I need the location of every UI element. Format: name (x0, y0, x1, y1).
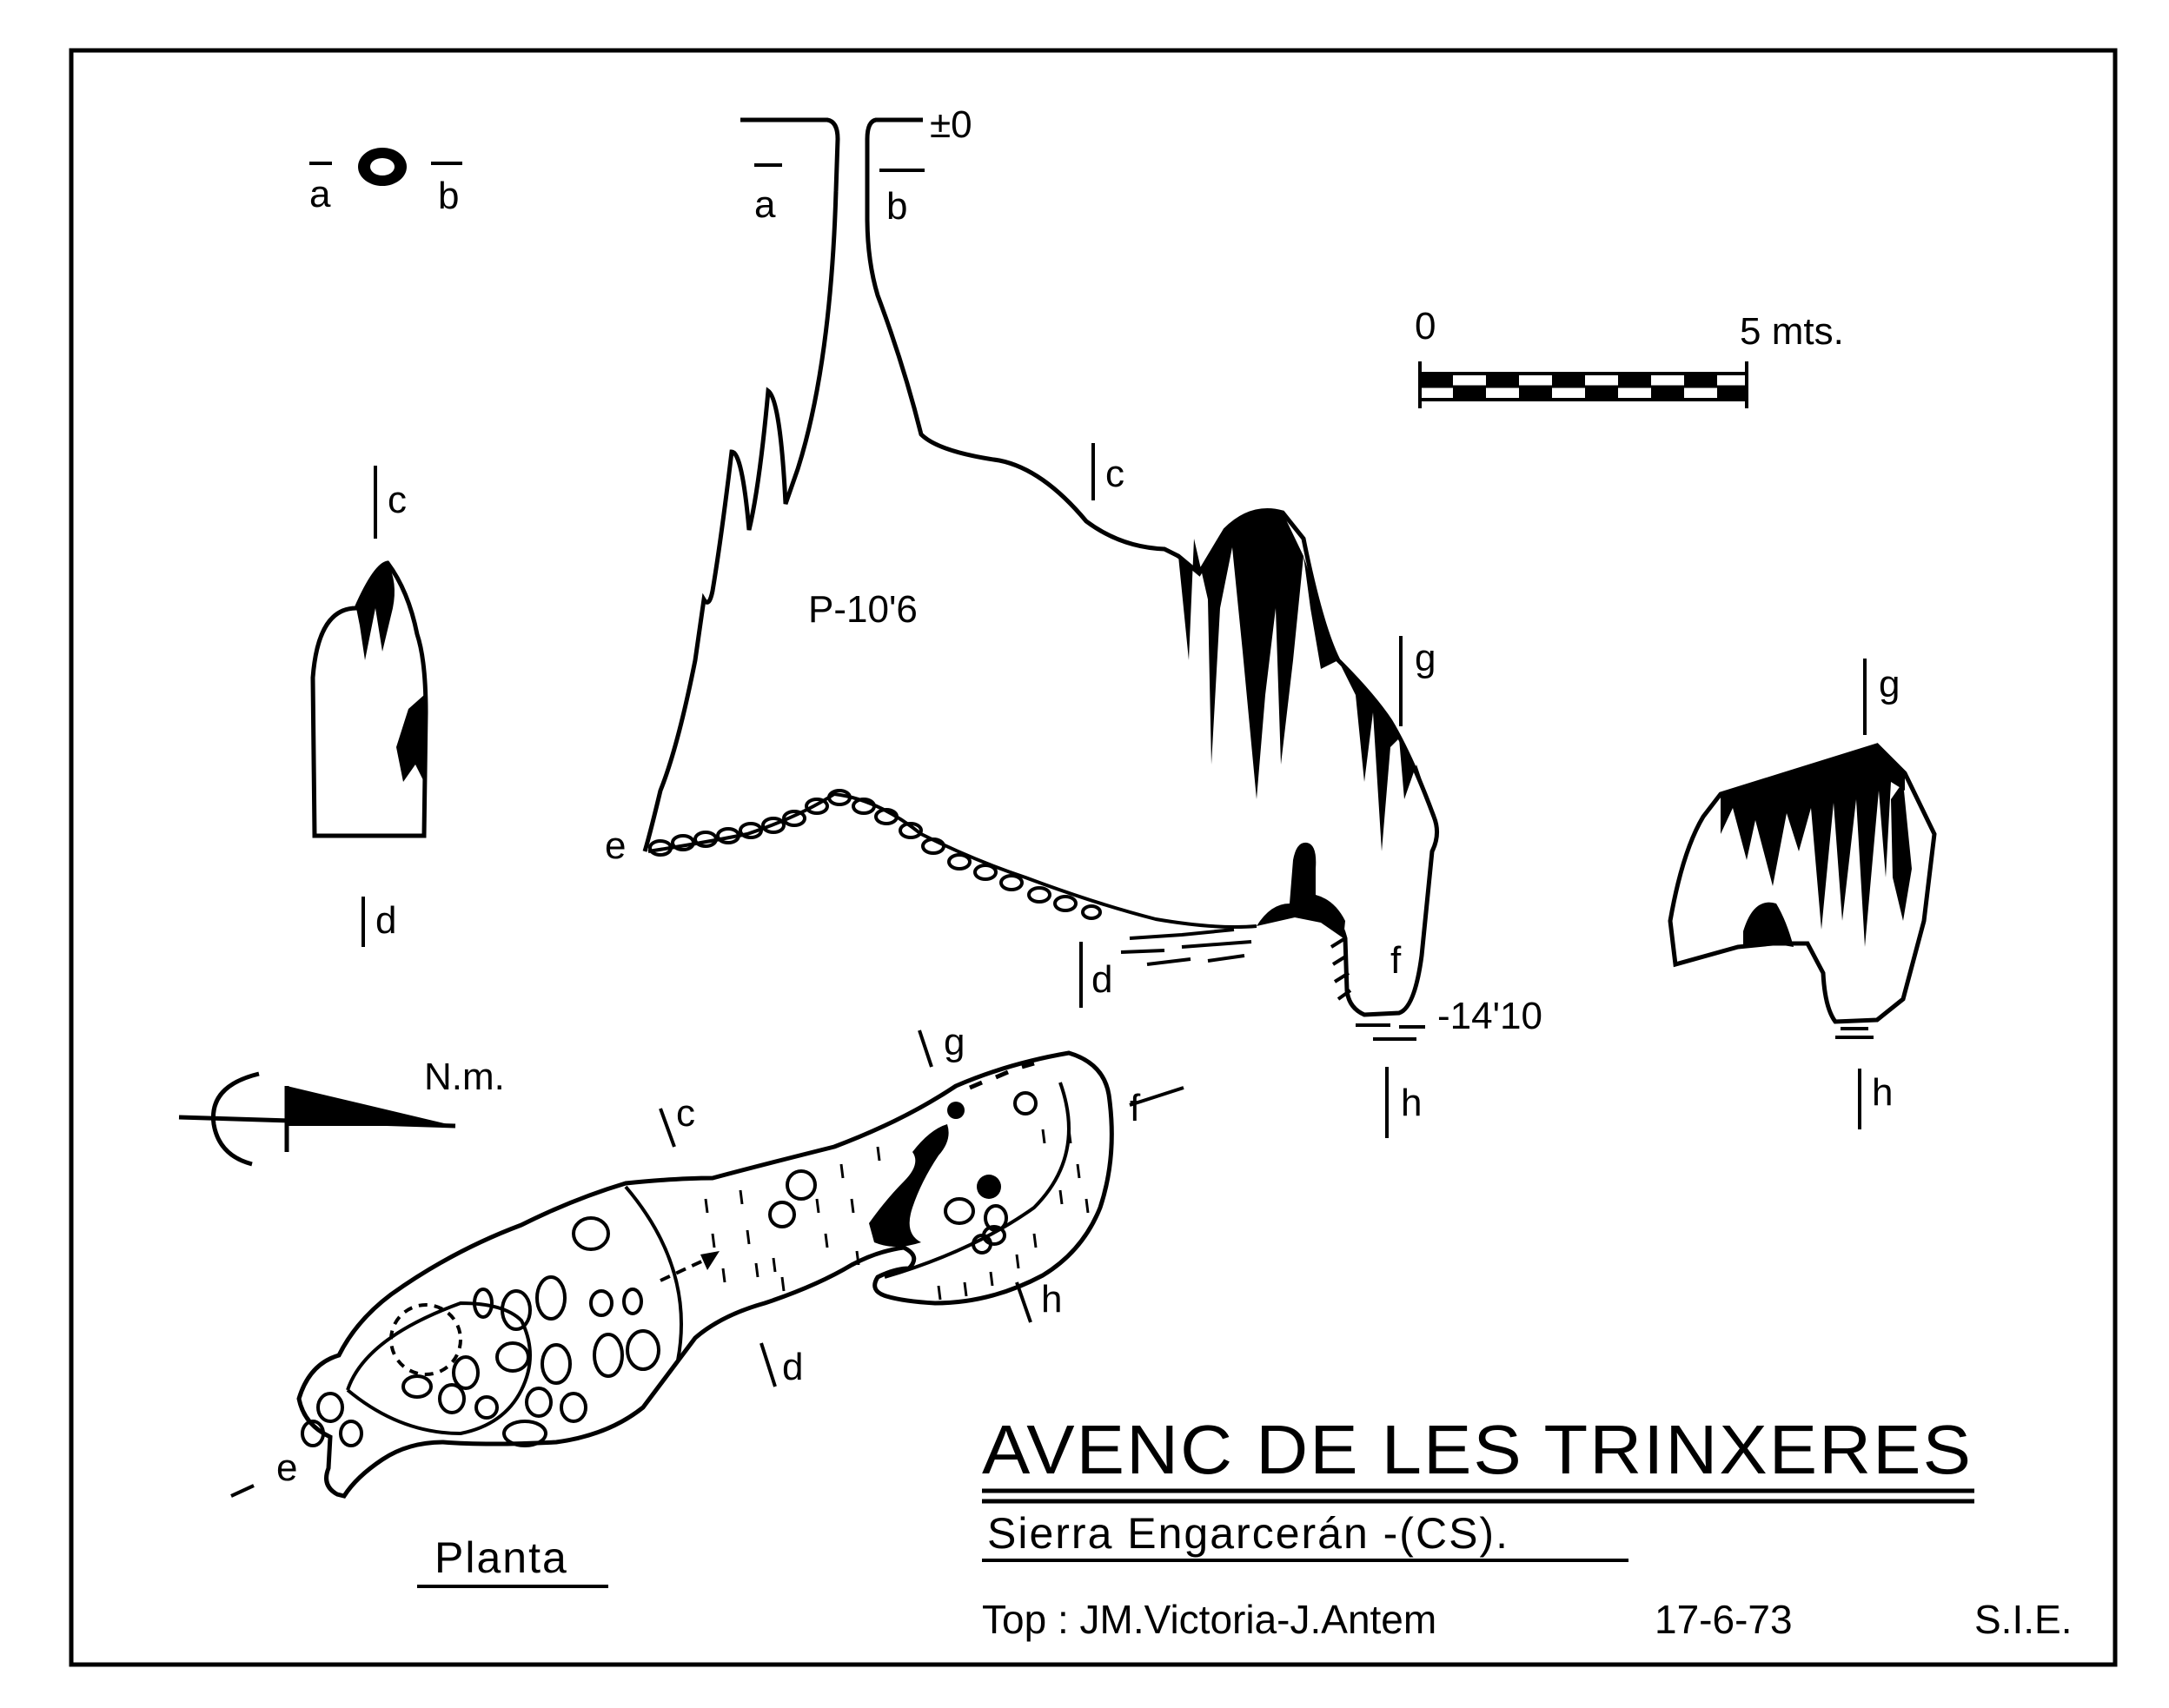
label-a: a (309, 173, 331, 215)
label-h-profile: h (1401, 1082, 1422, 1124)
label-b-profile: b (886, 185, 907, 228)
north-arrow-label: N.m. (424, 1056, 505, 1098)
survey-title: AVENC DE LES TRINXERES (982, 1411, 1973, 1488)
section-c-d: c d (310, 466, 428, 947)
label-f-profile: f (1390, 939, 1402, 982)
label-d-profile: d (1091, 958, 1112, 1001)
label-d-section: d (375, 899, 396, 942)
label-b: b (438, 175, 459, 217)
survey-subtitle: Sierra Engarcerán -(CS). (987, 1509, 1509, 1558)
section-g-h: g h (1668, 659, 1937, 1129)
label-h-section: h (1872, 1071, 1893, 1114)
section-a-b: a b (309, 148, 462, 217)
label-g-profile: g (1415, 637, 1436, 679)
survey-topographers: Top : JM.Victoria-J.Antem (982, 1597, 1436, 1642)
label-d-plan: d (782, 1346, 803, 1388)
label-e-profile: e (605, 824, 626, 867)
label-c-profile: c (1105, 453, 1124, 495)
plan-label: Planta (434, 1533, 568, 1582)
scale-bar: 0 5 mts. (1415, 305, 1844, 408)
label-g-plan: g (944, 1021, 965, 1063)
label-h-plan: h (1041, 1278, 1062, 1321)
bottom-depth-label: -14'10 (1437, 995, 1542, 1037)
label-a-profile: a (754, 183, 776, 226)
title-block: AVENC DE LES TRINXERES Sierra Engarcerán… (982, 1411, 2072, 1642)
border-frame (69, 48, 2118, 1667)
label-e-plan: e (276, 1447, 297, 1489)
label-c-plan: c (676, 1092, 695, 1135)
surface-depth-label: ±0 (930, 103, 972, 146)
plan-view: g c f h d e Planta (230, 1021, 1184, 1588)
shaft-depth-label: P-10'6 (808, 588, 918, 631)
survey-date: 17-6-73 (1655, 1597, 1793, 1642)
label-f-plan: f (1130, 1087, 1141, 1129)
scale-start-label: 0 (1415, 305, 1436, 348)
north-arrow: N.m. (178, 1056, 505, 1167)
label-c-section: c (388, 479, 407, 521)
elevation-profile: ±0 a b (605, 103, 1542, 1138)
label-g-section: g (1879, 663, 1900, 705)
survey-organization: S.I.E. (1974, 1597, 2072, 1642)
scale-end-label: 5 mts. (1740, 310, 1844, 353)
